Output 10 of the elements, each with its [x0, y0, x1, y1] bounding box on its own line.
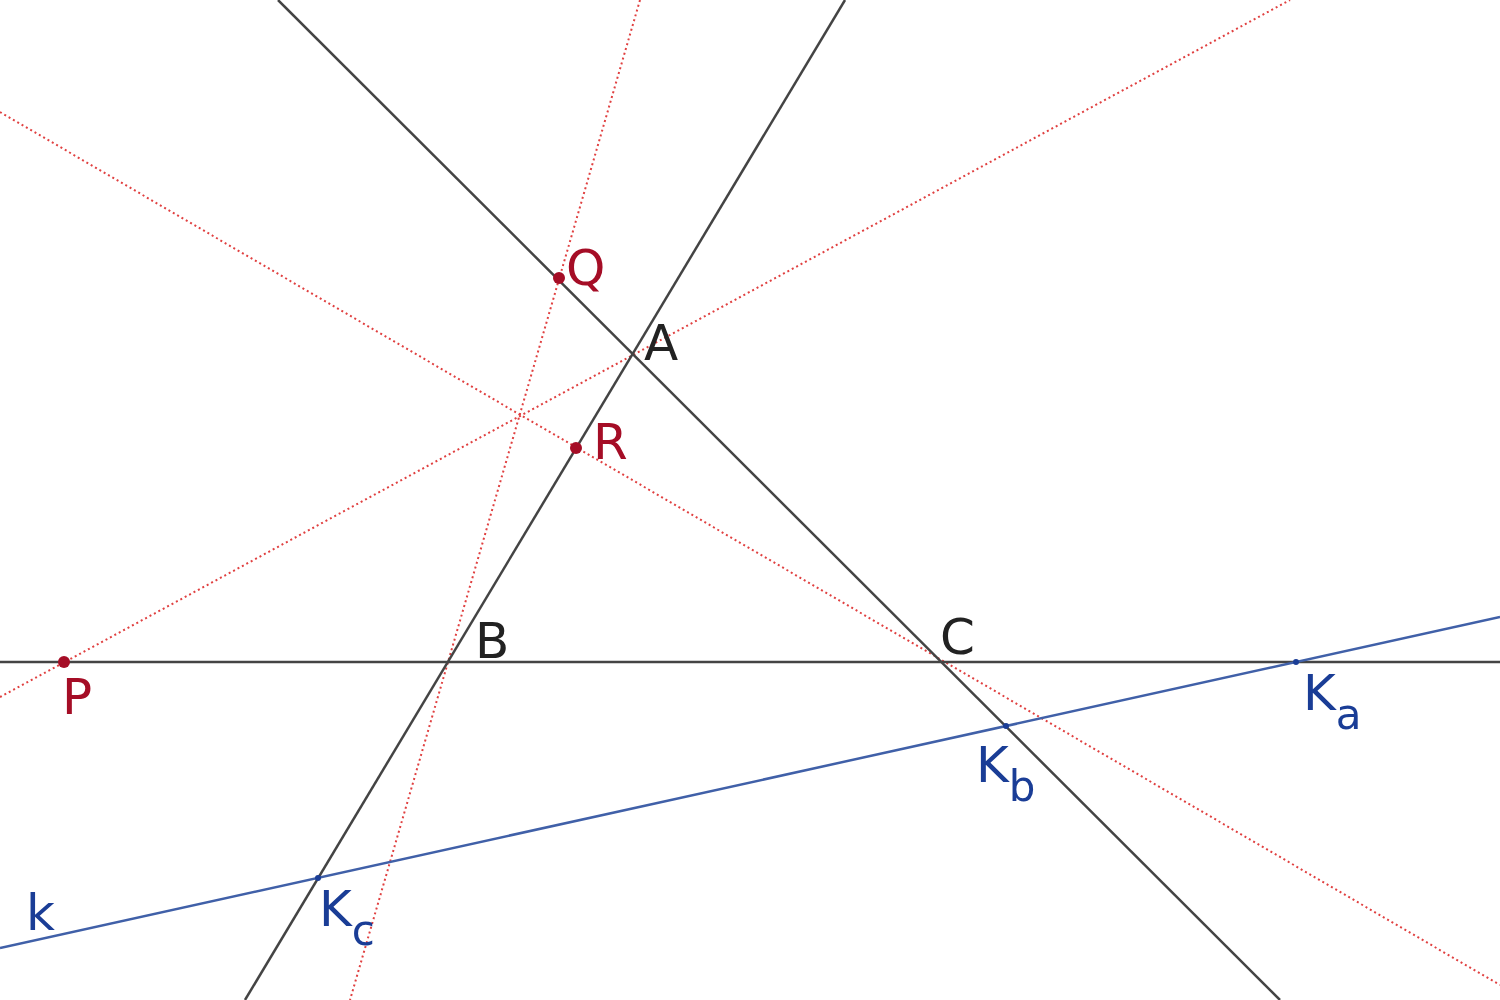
line-label: k	[26, 888, 55, 938]
point-label: Q	[566, 243, 606, 293]
point-label: R	[593, 417, 628, 467]
point-label: K$_{c}$	[319, 884, 375, 952]
point-label: B	[475, 616, 510, 666]
point-label: K$_{a}$	[1303, 668, 1362, 736]
point-label: A	[644, 318, 679, 368]
point-label: P	[62, 672, 93, 722]
point-label: K$_{b}$	[976, 740, 1036, 808]
point-label: C	[940, 612, 975, 662]
